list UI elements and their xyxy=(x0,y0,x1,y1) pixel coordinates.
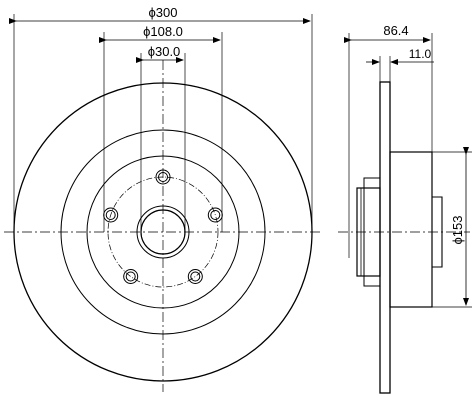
label-overall-width: 86.4 xyxy=(383,23,408,38)
label-hub-diameter: ϕ153 xyxy=(450,216,465,245)
bolt-hole-3 xyxy=(187,269,203,284)
label-outer-diameter: ϕ300 xyxy=(149,5,178,20)
bolt-hole-5-inner xyxy=(105,210,116,220)
disc-plate-section xyxy=(379,81,391,394)
label-center-bore-diameter: ϕ30.0 xyxy=(148,44,181,59)
label-disc-thickness: 11.0 xyxy=(409,47,432,61)
bolt-hole-4-inner xyxy=(125,271,136,282)
front-view xyxy=(4,14,323,392)
side-view xyxy=(338,33,472,394)
bolt-hole-4 xyxy=(123,269,139,284)
bolt-hole-2-inner xyxy=(210,210,221,220)
bolt-hole-3-inner xyxy=(190,271,201,282)
label-bolt-circle-diameter: ϕ108.0 xyxy=(143,24,183,39)
hub-body-section xyxy=(389,151,433,308)
